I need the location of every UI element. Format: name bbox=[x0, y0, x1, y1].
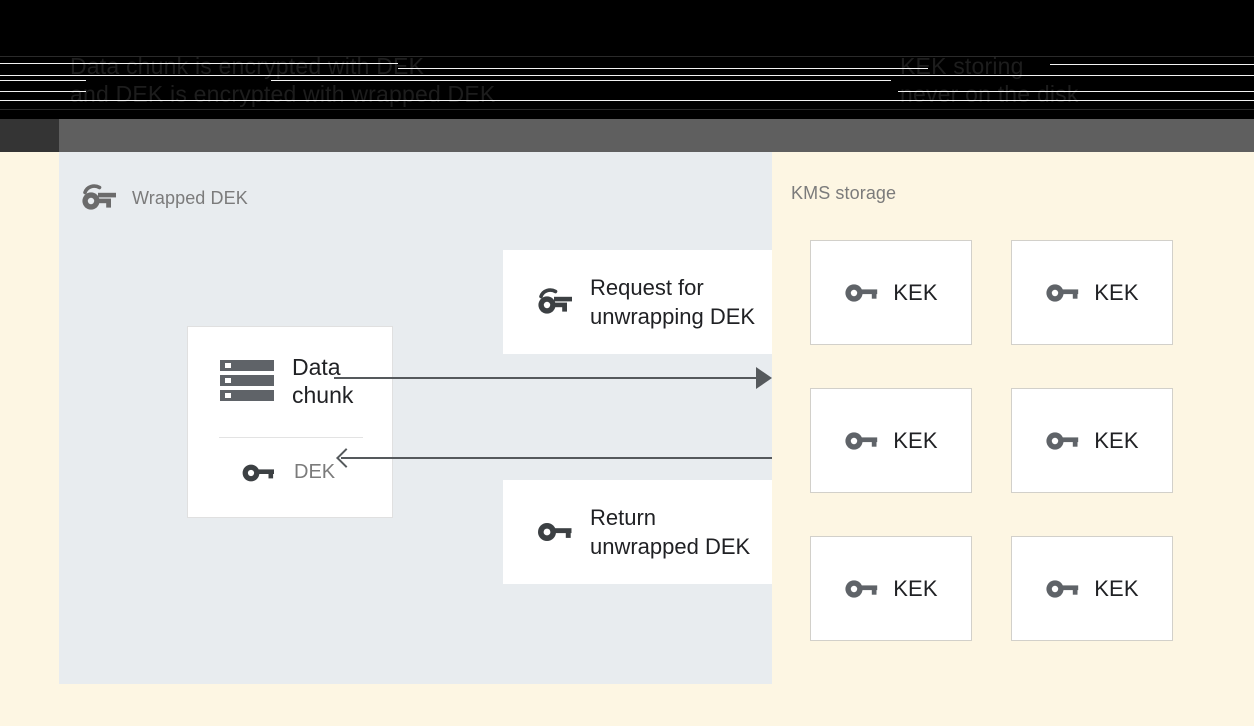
kms-panel-title: KMS storage bbox=[791, 183, 897, 203]
kek-card-label: KEK bbox=[893, 575, 938, 601]
kek-card[interactable]: KEK bbox=[810, 240, 972, 345]
scanline bbox=[0, 80, 86, 81]
kek-card-label: KEK bbox=[893, 279, 938, 305]
wrapped-key-icon bbox=[536, 287, 574, 317]
key-icon bbox=[1045, 281, 1081, 305]
scanline bbox=[0, 75, 1254, 76]
key-icon bbox=[1045, 429, 1081, 453]
kek-card-label: KEK bbox=[893, 427, 938, 453]
kek-card[interactable]: KEK bbox=[810, 388, 972, 493]
client-panel: Wrapped DEK Data chun bbox=[59, 152, 831, 684]
data-chunk-label: Data chunk bbox=[292, 354, 354, 408]
scanline bbox=[398, 68, 928, 69]
key-icon bbox=[844, 577, 880, 601]
scanline bbox=[0, 91, 86, 92]
key-icon bbox=[536, 519, 574, 545]
return-card-inner: Return unwrapped DEK bbox=[503, 480, 789, 584]
scanline bbox=[0, 109, 1254, 110]
request-message-label: Request for unwrapping DEK bbox=[590, 275, 756, 329]
wrapped-key-icon bbox=[80, 183, 118, 213]
scanline bbox=[0, 100, 1254, 101]
data-card-divider bbox=[219, 437, 363, 438]
kek-card-label: KEK bbox=[1094, 279, 1139, 305]
request-arrow-line bbox=[334, 377, 764, 379]
kek-card[interactable]: KEK bbox=[1011, 388, 1173, 493]
request-card-inner: Request for unwrapping DEK bbox=[503, 250, 789, 354]
kek-card[interactable]: KEK bbox=[1011, 536, 1173, 641]
kek-grid: KEK KEK bbox=[810, 240, 1173, 641]
kek-card[interactable]: KEK bbox=[1011, 240, 1173, 345]
key-icon bbox=[844, 429, 880, 453]
kms-panel-header: KMS storage bbox=[791, 183, 896, 204]
scanline bbox=[1050, 64, 1254, 65]
toolbar-notch bbox=[0, 119, 59, 152]
key-icon bbox=[1045, 577, 1081, 601]
key-icon bbox=[844, 281, 880, 305]
banner-headline-left: Data chunk is encrypted with DEK and DEK… bbox=[70, 53, 496, 107]
data-card-dek-label: DEK bbox=[294, 461, 336, 483]
return-message-label: Return unwrapped DEK bbox=[590, 505, 751, 559]
diagram-canvas: Wrapped DEK Data chun bbox=[0, 152, 1254, 726]
request-arrow-head bbox=[756, 367, 772, 389]
data-chunk-card[interactable]: Data chunk DEK bbox=[187, 326, 393, 518]
kek-card-label: KEK bbox=[1094, 427, 1139, 453]
client-panel-header: Wrapped DEK bbox=[80, 183, 248, 213]
data-chunk-row: Data chunk bbox=[188, 327, 392, 409]
kek-card-label: KEK bbox=[1094, 575, 1139, 601]
return-arrow-line bbox=[341, 457, 772, 459]
kek-card[interactable]: KEK bbox=[810, 536, 972, 641]
scanline bbox=[0, 63, 398, 64]
client-panel-title: Wrapped DEK bbox=[132, 187, 248, 208]
storage-icon bbox=[219, 357, 275, 405]
toolbar-bar bbox=[0, 119, 1254, 152]
scanline bbox=[898, 91, 1254, 92]
kms-panel: KMS storage KEK bbox=[772, 152, 1254, 726]
data-card-dek-row: DEK bbox=[242, 461, 335, 484]
obscured-banner: Data chunk is encrypted with DEK and DEK… bbox=[0, 0, 1254, 119]
key-icon bbox=[242, 462, 276, 484]
banner-headline-right: KEK storing never on the disk bbox=[900, 53, 1079, 107]
scanline bbox=[271, 80, 891, 81]
scanline bbox=[0, 56, 1254, 57]
